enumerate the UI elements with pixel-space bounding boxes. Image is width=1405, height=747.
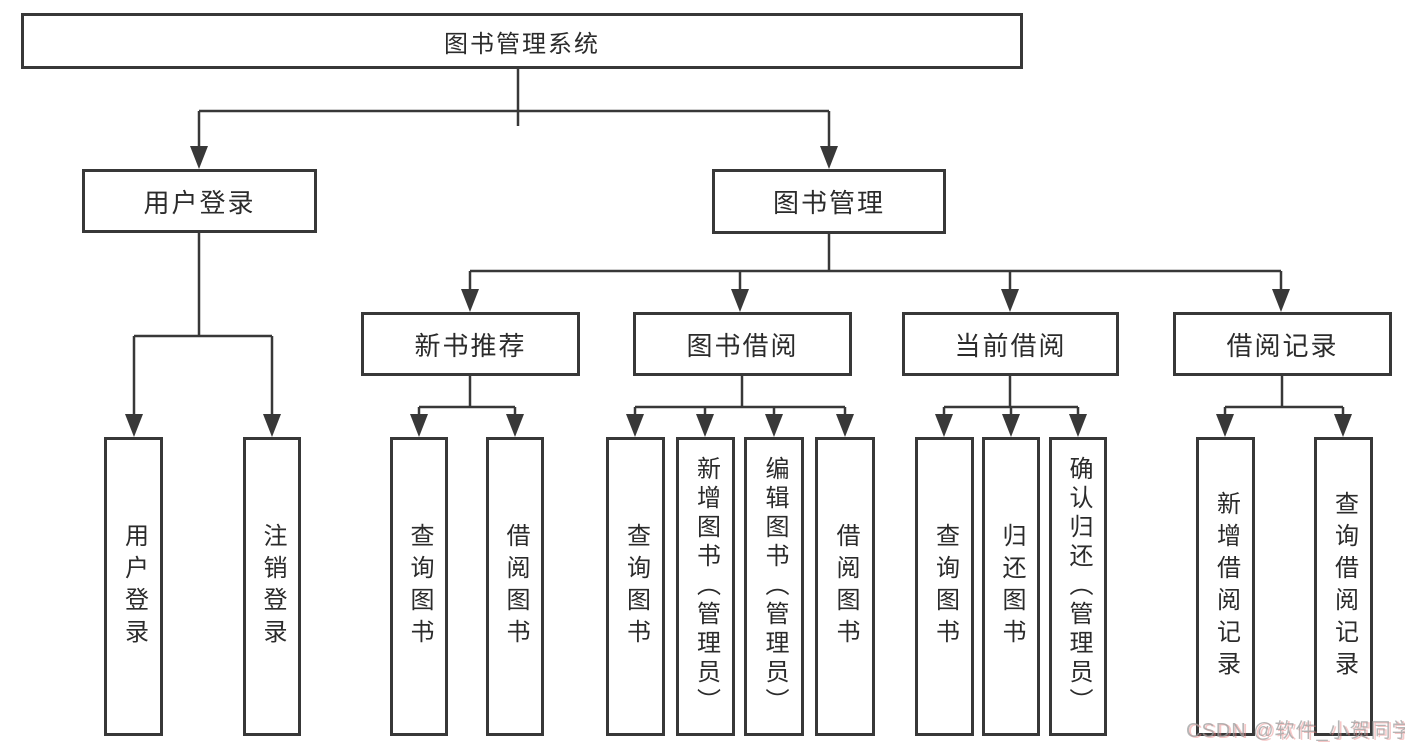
node-new-book-recommend: 新书推荐: [361, 312, 580, 376]
leaf-confirm-return-admin: 确认归还（管理员）: [1049, 437, 1107, 736]
leaf-return-books: 归还图书: [982, 437, 1040, 736]
leaf-borrow-books-2: 借阅图书: [815, 437, 875, 736]
node-user-login: 用户登录: [82, 169, 317, 233]
leaf-query-books-3: 查询图书: [915, 437, 974, 736]
node-current-borrow: 当前借阅: [902, 312, 1119, 376]
leaf-query-books-2: 查询图书: [606, 437, 665, 736]
leaf-add-borrow-record: 新增借阅记录: [1196, 437, 1255, 736]
node-borrow-records: 借阅记录: [1173, 312, 1392, 376]
root-node: 图书管理系统: [21, 13, 1023, 69]
leaf-user-login: 用户登录: [104, 437, 163, 736]
leaf-add-book-admin: 新增图书（管理员）: [676, 437, 735, 736]
node-book-borrow: 图书借阅: [633, 312, 852, 376]
watermark: CSDN @软件_小贺同学: [1186, 720, 1405, 742]
leaf-borrow-books-1: 借阅图书: [486, 437, 544, 736]
arrowheads: [125, 146, 1352, 437]
leaf-query-borrow-record: 查询借阅记录: [1314, 437, 1373, 736]
leaf-query-books-1: 查询图书: [390, 437, 448, 736]
node-book-management: 图书管理: [712, 169, 946, 234]
leaf-edit-book-admin: 编辑图书（管理员）: [744, 437, 804, 736]
leaf-logout: 注销登录: [243, 437, 301, 736]
